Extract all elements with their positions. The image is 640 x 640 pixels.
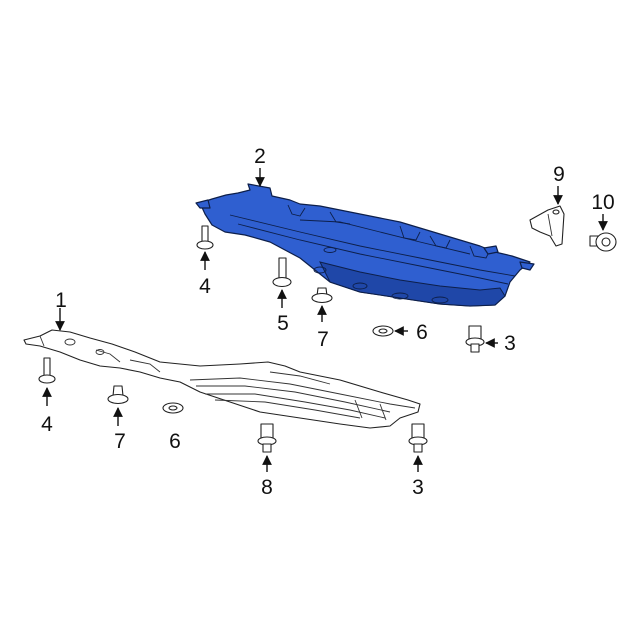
leader-lines bbox=[42, 168, 608, 472]
callout-4-lower: 4 bbox=[41, 413, 53, 436]
part-1-lower-shield[interactable] bbox=[23, 329, 421, 429]
part-6-washer-lower[interactable] bbox=[162, 402, 184, 414]
part-9-bracket[interactable] bbox=[529, 205, 565, 247]
callout-9: 9 bbox=[553, 163, 565, 186]
callout-4-upper: 4 bbox=[199, 275, 211, 298]
part-4-bolt-lower[interactable] bbox=[38, 357, 56, 384]
callout-7-upper: 7 bbox=[317, 328, 329, 351]
callout-7-lower: 7 bbox=[114, 430, 126, 453]
part-6-washer-upper[interactable] bbox=[372, 325, 394, 337]
callout-2: 2 bbox=[254, 145, 266, 168]
callout-5: 5 bbox=[277, 312, 289, 335]
part-4-bolt-upper[interactable] bbox=[196, 225, 214, 250]
callout-8: 8 bbox=[261, 476, 273, 499]
callout-3-upper: 3 bbox=[504, 332, 516, 355]
callout-6-lower: 6 bbox=[169, 430, 181, 453]
part-2-splash-shield[interactable] bbox=[195, 183, 535, 307]
part-3-clip-lower[interactable] bbox=[408, 423, 428, 453]
callout-10: 10 bbox=[591, 191, 614, 214]
part-3-clip-upper[interactable] bbox=[465, 325, 485, 353]
callout-labels: 1 2 3 3 4 4 5 6 6 7 7 8 9 10 bbox=[41, 145, 615, 499]
callout-6-upper: 6 bbox=[416, 321, 428, 344]
part-7-pushpin-upper[interactable] bbox=[311, 287, 333, 304]
part-5-bolt[interactable] bbox=[272, 257, 292, 288]
callout-1: 1 bbox=[55, 289, 67, 312]
part-8-clip[interactable] bbox=[257, 423, 277, 453]
callout-3-lower: 3 bbox=[412, 476, 424, 499]
part-10-retainer[interactable] bbox=[589, 232, 617, 252]
part-7-pushpin-lower[interactable] bbox=[107, 385, 129, 405]
